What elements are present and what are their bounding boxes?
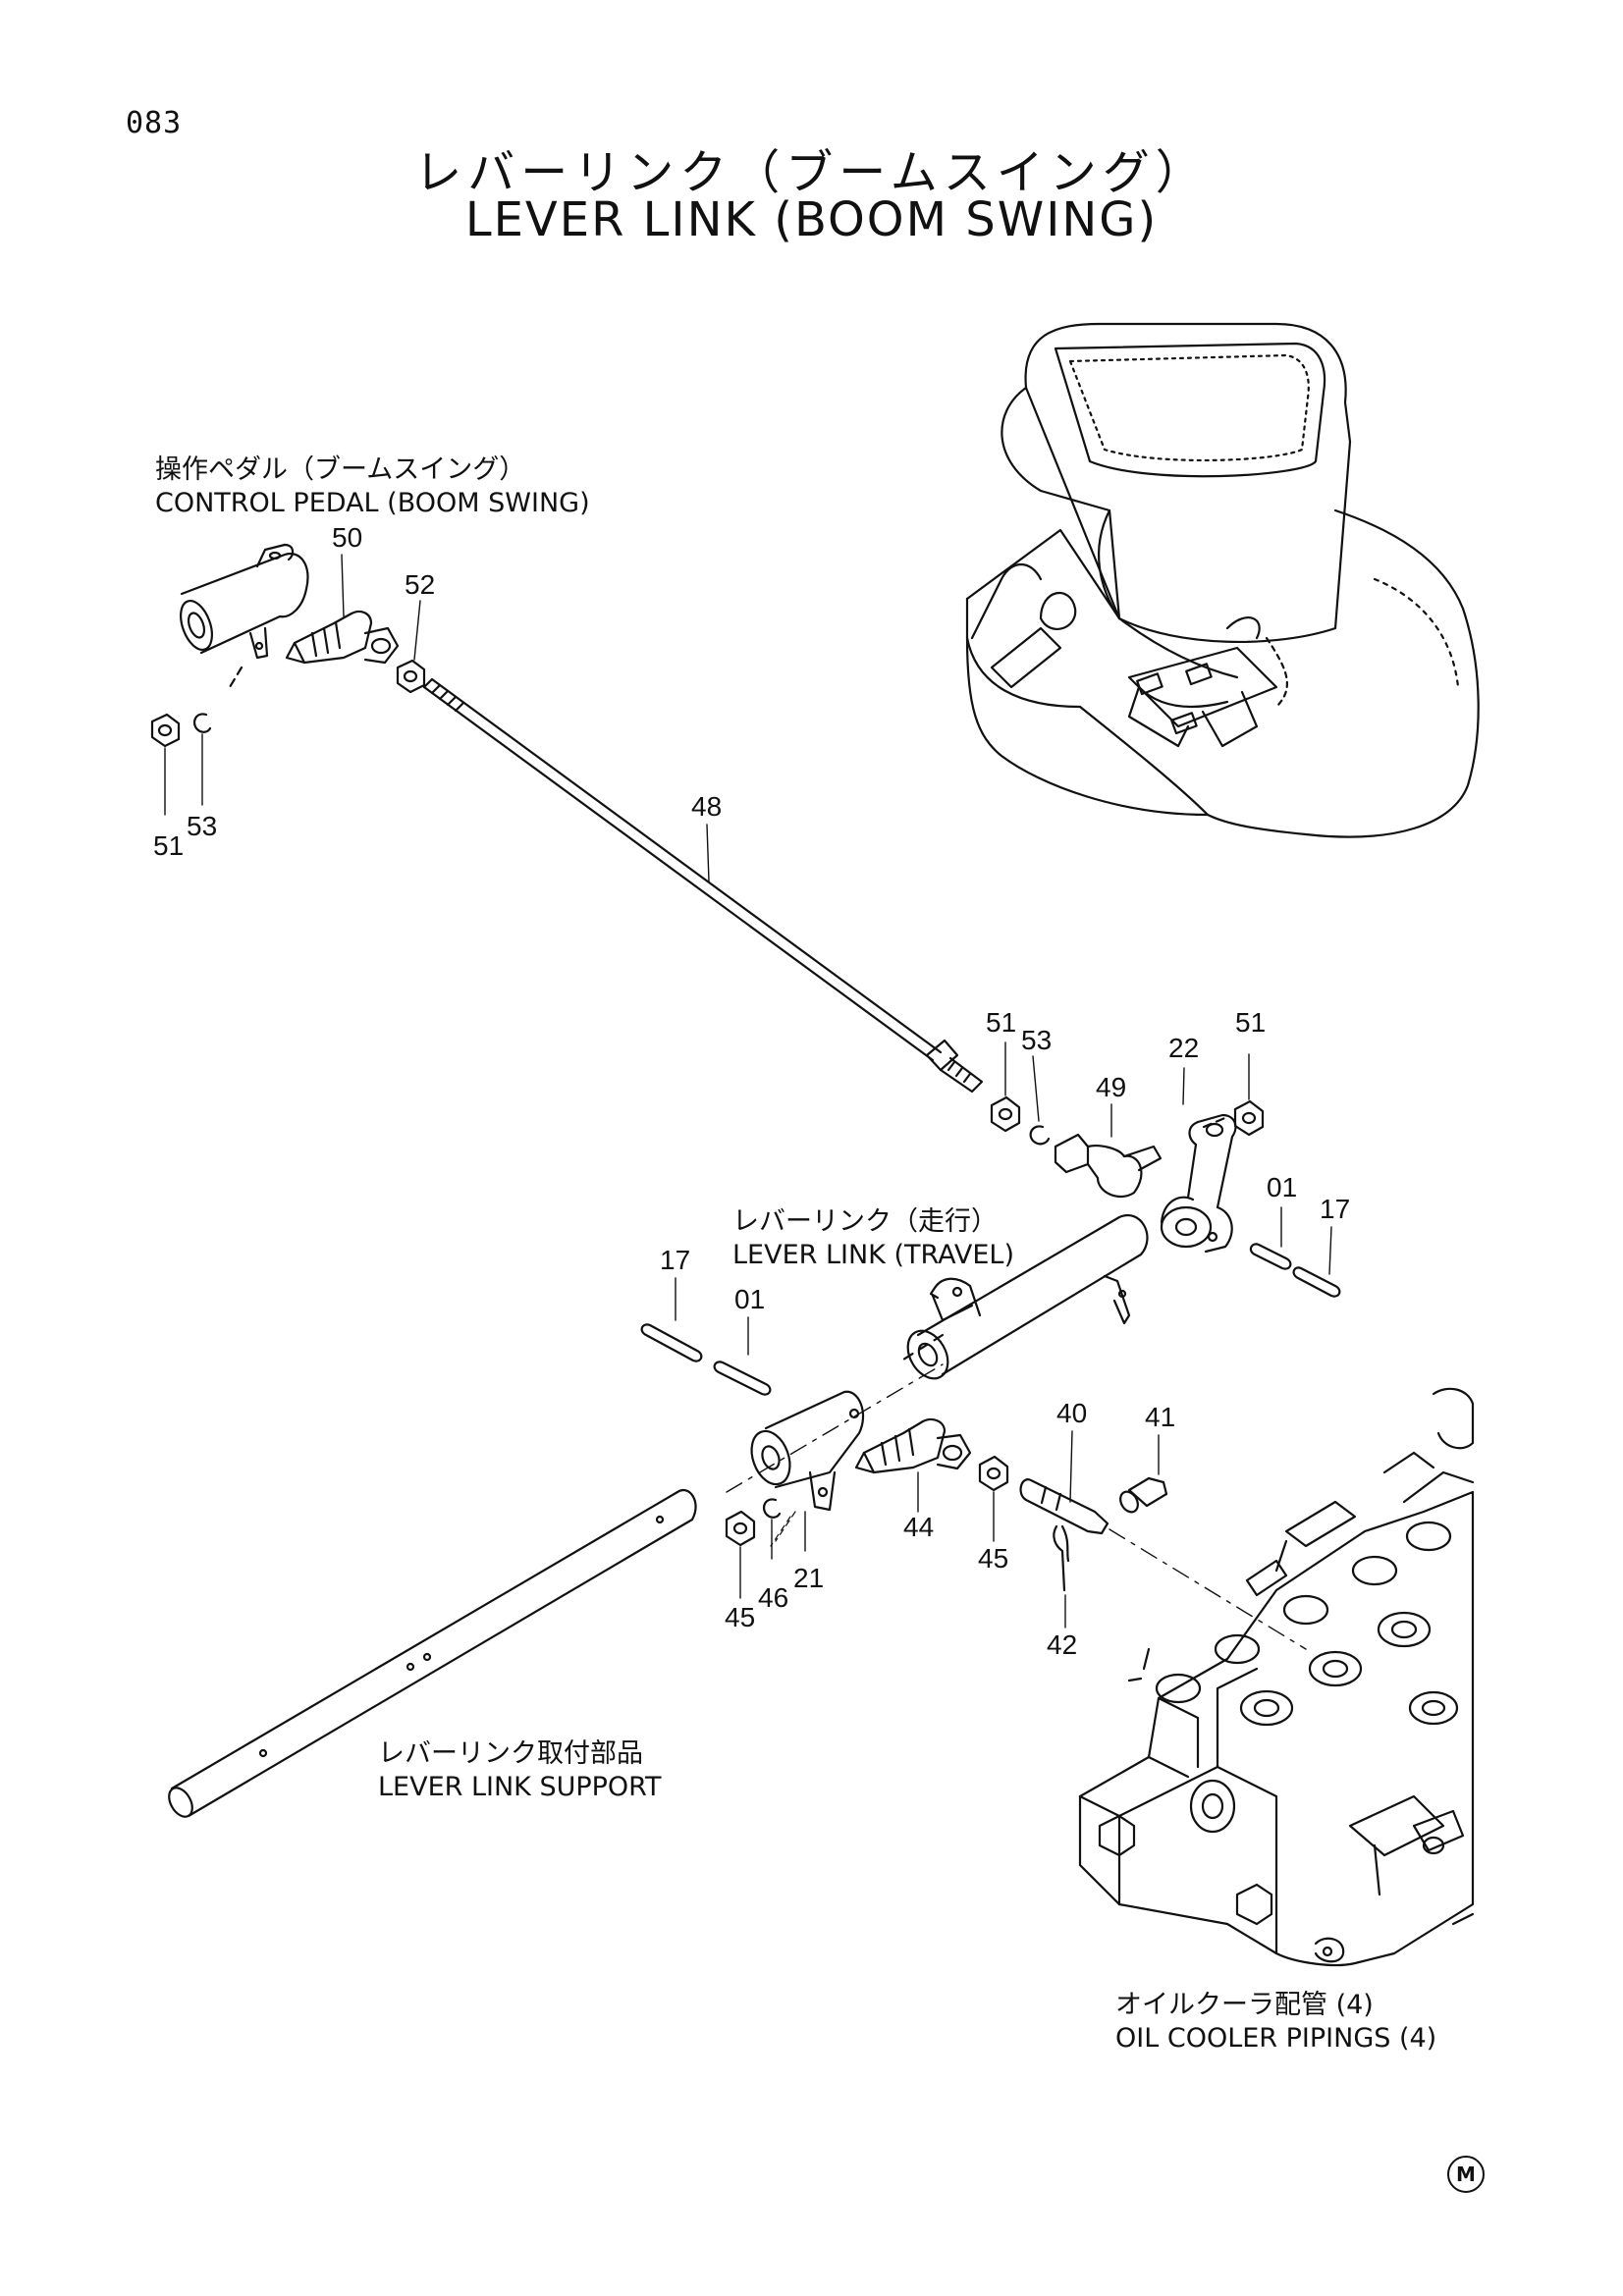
callout-51: 51 (153, 830, 185, 861)
title-japanese: レバーリンク（ブームスイング） (414, 145, 1209, 200)
callout-53: 53 (187, 811, 218, 841)
callout-01-right: 01 (1267, 1172, 1298, 1202)
callout-51-mid: 51 (986, 1007, 1017, 1038)
label-oil-cooler-en: OIL COOLER PIPINGS (4) (1115, 2023, 1437, 2054)
manufacturer-mark: M (1447, 2156, 1485, 2193)
callout-41: 41 (1145, 1402, 1176, 1432)
callout-45-left: 45 (725, 1602, 756, 1632)
callout-48: 48 (691, 791, 723, 822)
label-lever-travel-en: LEVER LINK (TRAVEL) (732, 1240, 1015, 1270)
label-lever-support-jp: レバーリンク取付部品 (378, 1738, 643, 1769)
label-oil-cooler-jp: オイルクーラ配管 (4) (1115, 1990, 1374, 2020)
callout-21: 21 (793, 1563, 825, 1593)
callout-17-right: 17 (1320, 1194, 1351, 1224)
callout-46: 46 (758, 1582, 789, 1613)
callout-42: 42 (1047, 1629, 1078, 1660)
lever-link-support (168, 1489, 697, 1818)
page-number: 083 (126, 106, 183, 140)
label-lever-support-en: LEVER LINK SUPPORT (378, 1772, 662, 1802)
label-control-pedal-en: CONTROL PEDAL (BOOM SWING) (155, 488, 590, 518)
label-lever-travel-jp: レバーリンク（走行） (732, 1206, 998, 1237)
pins-left (640, 1277, 772, 1396)
callout-22: 22 (1168, 1033, 1200, 1063)
callout-01-left: 01 (734, 1284, 766, 1314)
control-pedal-assembly (150, 543, 426, 816)
callout-51-right: 51 (1235, 1007, 1267, 1038)
callout-53-mid: 53 (1021, 1025, 1053, 1055)
lever-link-travel (901, 1214, 1149, 1380)
callout-40: 40 (1056, 1398, 1088, 1428)
rod-48 (422, 677, 984, 1094)
callout-17-left: 17 (660, 1245, 691, 1275)
callout-50: 50 (332, 522, 363, 553)
label-control-pedal-jp: 操作ペダル（ブームスイング） (155, 454, 526, 485)
callout-49: 49 (1096, 1072, 1127, 1102)
machine-cab-illustration (965, 322, 1480, 838)
control-valve-block (1078, 1387, 1475, 1967)
sleeve-and-rod-end-lower (725, 1363, 1307, 1650)
callout-44: 44 (903, 1512, 935, 1542)
title-english: LEVER LINK (BOOM SWING) (464, 192, 1159, 247)
callout-45-right: 45 (978, 1543, 1009, 1574)
middle-linkage (990, 1041, 1341, 1298)
callout-52: 52 (405, 569, 436, 600)
